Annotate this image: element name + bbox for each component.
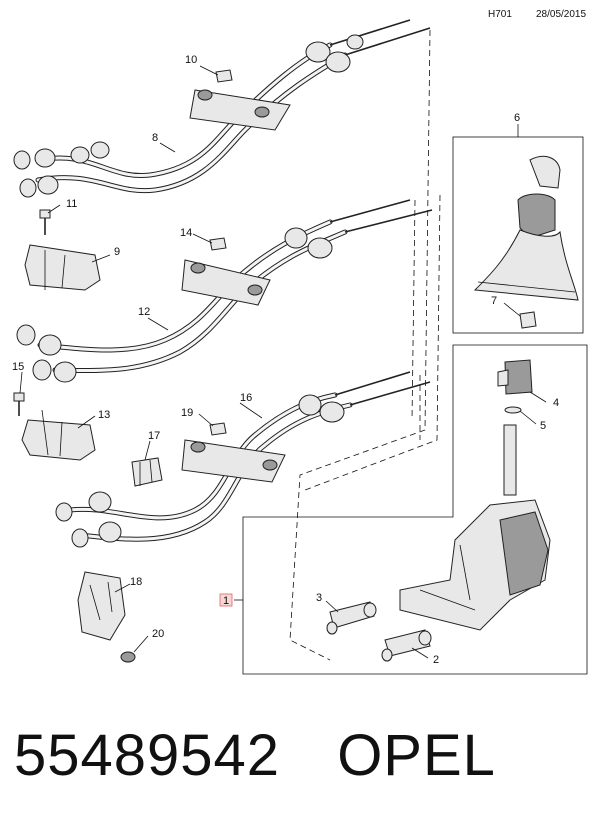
callout-4: 4 [553,397,559,409]
callout-12: 12 [138,306,150,318]
callout-3: 3 [316,592,322,604]
clip-14[interactable] [209,237,227,251]
bolt-15[interactable] [13,392,25,416]
bracket-18[interactable] [77,571,126,641]
callout-5: 5 [540,420,546,432]
clip-19[interactable] [209,422,227,436]
cable-assembly-8[interactable] [13,19,431,198]
callout-10: 10 [185,54,197,66]
callout-1-box [219,593,233,607]
diagram-date: 28/05/2015 [536,9,587,20]
clip-7[interactable] [519,311,537,329]
bracket-9[interactable] [24,244,101,291]
callout-13: 13 [98,409,110,421]
callout-8: 8 [152,132,158,144]
nut-20[interactable] [120,651,136,663]
gear-knob-boot[interactable] [473,193,579,301]
gear-knob-insert[interactable] [529,155,561,189]
clip-17[interactable] [131,457,163,487]
callout-labels: 10 8 11 9 14 12 15 13 16 19 17 18 20 6 7… [12,54,559,666]
panel-1 [242,344,588,675]
callout-7: 7 [491,295,497,307]
callout-17: 17 [148,430,160,442]
leader-lines [19,65,547,659]
bolt-11[interactable] [39,209,51,235]
cable-assembly-16[interactable] [55,371,431,548]
callout-16: 16 [240,392,252,404]
callout-14: 14 [180,227,192,239]
callout-19: 19 [181,407,193,419]
brand-name: OPEL [337,723,496,788]
bracket-13[interactable] [21,409,96,461]
clip-10[interactable] [215,69,233,83]
callout-15: 15 [12,361,24,373]
callout-9: 9 [114,246,120,258]
callout-2: 2 [433,654,439,666]
callout-1: 1 [223,595,229,607]
diagram-code: H701 [488,9,512,20]
cable-assembly-12[interactable] [16,199,433,383]
cable-end-2[interactable] [381,629,432,662]
callout-20: 20 [152,628,164,640]
cable-end-3[interactable] [326,601,377,635]
callout-11: 11 [66,198,77,210]
part-number-caption: 55489542 OPEL [14,722,496,789]
callout-6: 6 [514,112,520,124]
dashed-guides [289,29,441,661]
ring-5[interactable] [504,406,522,414]
shift-lever-housing[interactable] [399,424,551,631]
shift-lever-clip-4[interactable] [497,359,533,395]
part-number: 55489542 [14,723,281,788]
callout-18: 18 [130,576,142,588]
